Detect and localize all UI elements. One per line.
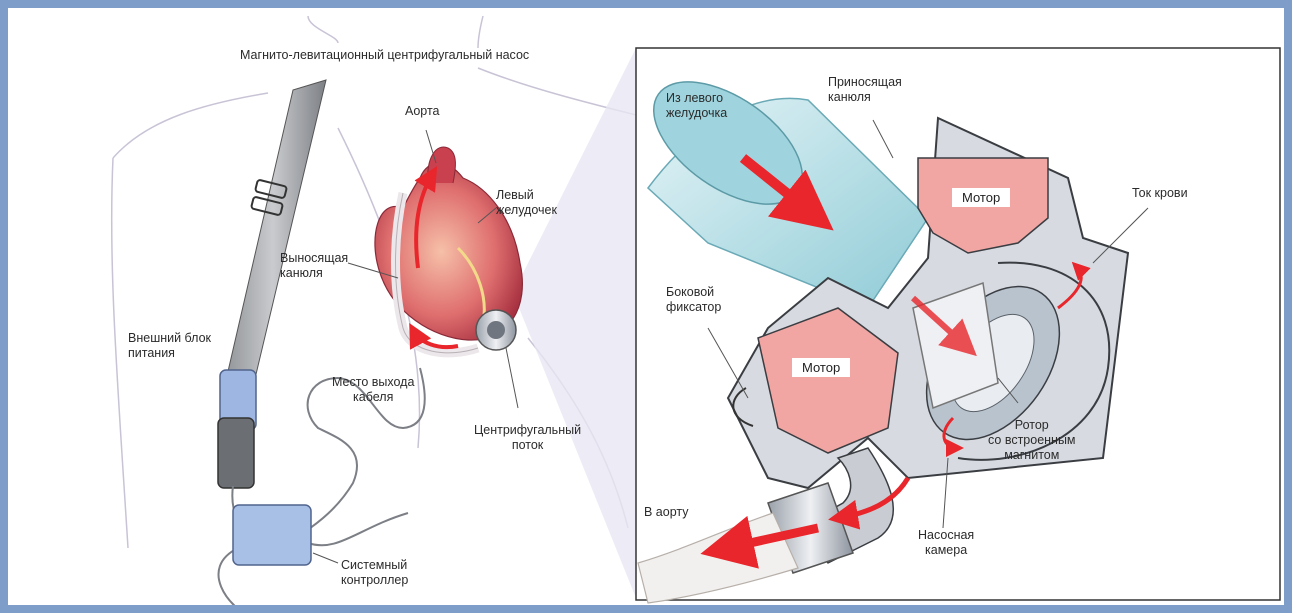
label-inflow-cannula: Приносящая канюля [828,75,902,105]
label-rotor: Ротор со встроенным магнитом [988,418,1076,463]
label-left-ventricle: Левый желудочек [496,188,557,218]
label-side-lock: Боковой фиксатор [666,285,721,315]
label-external-power: Внешний блок питания [128,331,211,361]
diagram-title: Магнито-левитационный центрифугальный на… [240,48,529,63]
zoom-wedge [513,48,636,598]
label-pump-chamber: Насосная камера [918,528,974,558]
label-from-left-ventricle: Из левого желудочка [666,91,727,121]
figure-frame: Магнито-левитационный центрифугальный на… [8,8,1284,605]
label-outflow-cannula: Выносящая канюля [280,251,348,281]
shoulder-strap [220,80,326,408]
label-motor-bottom: Мотор [792,358,850,377]
label-blood-flow: Ток крови [1132,186,1188,201]
external-battery [218,370,256,488]
label-system-controller: Системный контроллер [341,558,408,588]
label-aorta: Аорта [405,104,440,119]
label-centrifugal-flow: Центрифугальный поток [474,423,581,453]
label-cable-exit: Место выхода кабеля [332,375,414,405]
label-to-aorta: В аорту [644,505,689,520]
heart-pump [476,310,516,350]
label-motor-top: Мотор [952,188,1010,207]
system-controller-box [233,505,311,565]
